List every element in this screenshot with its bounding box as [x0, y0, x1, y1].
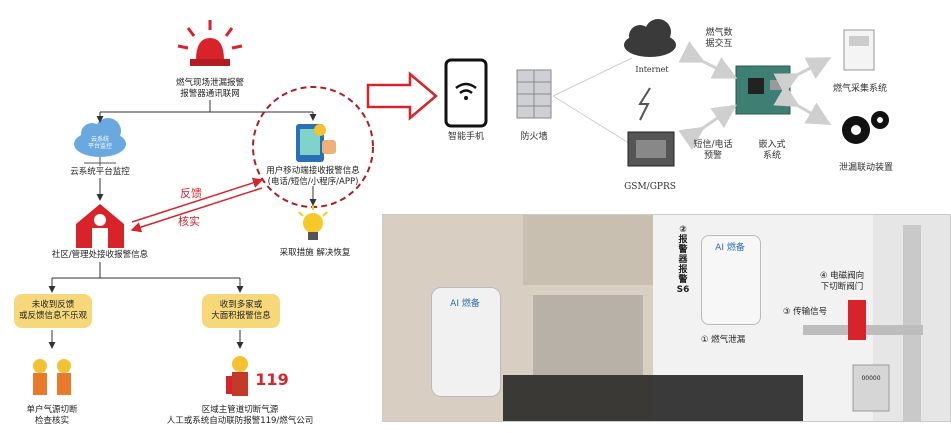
photo-panel: AI 燃备 AI 燃备 ② 报 警 器 报 警 S6 ① 燃气泄漏 ③ 传输信号…: [382, 214, 951, 422]
connector: [552, 57, 633, 97]
siren-icon: [177, 20, 243, 66]
gas-meter-icon: [843, 29, 875, 71]
cloud-label: 云系统平台监控: [70, 167, 130, 177]
detector-device-right: [701, 235, 761, 325]
no-feedback-box: [14, 294, 92, 328]
workers-icon: [33, 359, 71, 395]
embedded-label: 嵌入式 系统: [758, 140, 786, 161]
big-arrow: [366, 71, 438, 121]
verify-label: 核实: [178, 215, 200, 228]
firefighter-icon: [226, 356, 248, 396]
multi-alarm-label: 收到多家或 大面积报警信息: [211, 300, 271, 321]
verify-arrow: [130, 187, 263, 233]
connector: [552, 95, 633, 146]
data-arrow: [678, 41, 738, 79]
community-house-icon: [76, 204, 124, 248]
firewall-label: 防火墙: [520, 132, 548, 142]
bulb-icon: [298, 205, 328, 240]
brand-left: AI 燃备: [450, 299, 480, 309]
multi-alarm-box: [202, 294, 280, 328]
embedded-board-icon: [735, 65, 791, 115]
cloud-badge: 云系统 平台监控: [87, 136, 112, 150]
internet-cloud-icon: [624, 19, 676, 57]
feedback-arrow: [131, 177, 264, 223]
brand-right: AI 燃备: [715, 243, 745, 253]
sms-label: 短信/电话 预警: [693, 140, 733, 161]
detector-device-left: [431, 287, 501, 397]
gears-icon: [842, 111, 889, 144]
photo-illustration: [383, 215, 950, 421]
data-arrow: [678, 104, 737, 151]
meter-text: 00000: [861, 375, 881, 382]
area-label: 区域主管道切断气源 人工或系统自动联防报警119/燃气公司: [166, 405, 314, 426]
step1-label: ① 燃气泄漏: [700, 335, 746, 345]
measures-label: 采取措施 解决恢复: [279, 248, 351, 258]
wireless-icon: [638, 87, 651, 121]
step3-label: ③ 传输信号: [782, 307, 828, 317]
cloud-icon: [74, 118, 126, 166]
internet-label: Internet: [635, 65, 669, 74]
community-label: 社区/管理处接收报警信息: [51, 250, 149, 260]
alarm-label: 燃气现场泄漏报警 报警器通讯联网: [175, 78, 244, 99]
no-feedback-label: 未收到反馈 或反馈信息不乐观: [18, 300, 87, 321]
smartphone-icon: [444, 58, 488, 128]
linkage-label: 泄漏联动装置: [838, 163, 893, 173]
firewall-icon: [516, 69, 552, 119]
gsm-module-icon: [627, 131, 675, 167]
gas-collect-label: 燃气采集系统: [832, 84, 887, 94]
step2-label: ② 报 警 器 报 警 S6: [676, 225, 690, 295]
gas-data-label: 燃气数 据交互: [705, 28, 733, 49]
feedback-label: 反馈: [180, 187, 202, 200]
gsm-label: GSM/GPRS: [624, 182, 676, 192]
fire-number: 119: [255, 370, 289, 389]
data-arrow: [773, 57, 832, 95]
step4-label: ④ 电磁阀向 下切断阀门: [819, 271, 865, 292]
mobile-phone-icon: [296, 124, 336, 162]
phone-label: 智能手机: [447, 132, 484, 142]
data-arrow: [773, 84, 832, 126]
mobile-label: 用户移动端接收报警信息 (电话/短信/小程序/APP): [266, 166, 360, 187]
single-label: 单户气源切断 检查核实: [26, 405, 78, 426]
